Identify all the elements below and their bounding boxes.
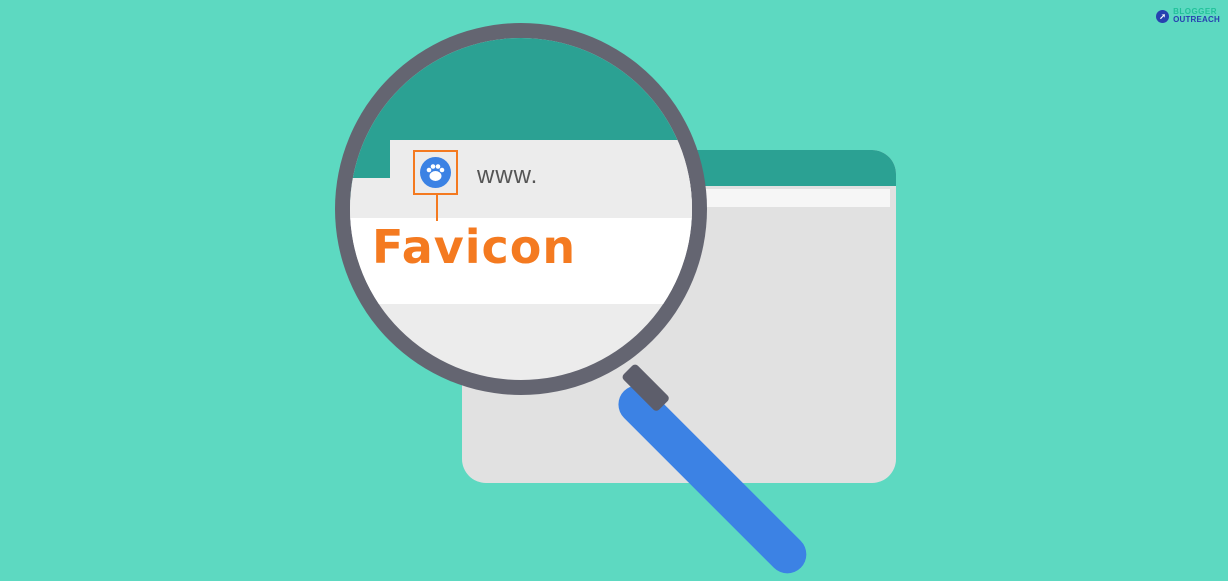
rocket-icon: ➚ [1156,9,1170,23]
magnifier-lens: www. Favicon [350,38,692,380]
favicon-label: Favicon [372,220,577,274]
brand-logo: ➚ BLOGGER OUTREACH [1156,8,1220,24]
logo-line-1: BLOGGER [1173,7,1218,16]
illustration: ➚ BLOGGER OUTREACH [335,8,1220,581]
lens-tab-bar [350,38,692,140]
lens-content-area [350,218,692,304]
callout-line [436,195,438,221]
paw-icon [420,157,451,188]
logo-line-2: OUTREACH [1173,15,1220,24]
lens-address-bar [350,178,692,218]
url-text: www. [477,162,539,189]
favicon-highlight-box [413,150,458,195]
logo-text: BLOGGER OUTREACH [1173,8,1220,24]
